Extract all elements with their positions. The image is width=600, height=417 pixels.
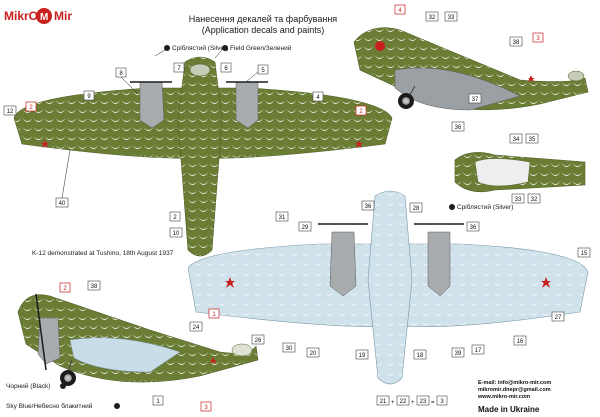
- svg-text:7: 7: [177, 66, 181, 72]
- svg-text:2: 2: [359, 109, 363, 115]
- svg-text:24: 24: [193, 325, 200, 331]
- svg-text:=: =: [431, 400, 435, 406]
- svg-text:20: 20: [310, 351, 317, 357]
- side-view-bottom: [17, 293, 259, 386]
- svg-text:1: 1: [212, 312, 216, 318]
- svg-text:38: 38: [91, 284, 98, 290]
- callouts-side-bottom: 2 38 1 3: [59, 280, 212, 412]
- svg-text:4: 4: [398, 8, 402, 14]
- brand-emblem-icon: [36, 8, 52, 24]
- made-in: Made in Ukraine: [478, 405, 540, 414]
- decal-formula: 21 + 22 + 23 = 3: [376, 395, 448, 406]
- svg-text:3: 3: [536, 36, 540, 42]
- svg-text:21: 21: [380, 399, 387, 405]
- svg-text:2: 2: [173, 215, 177, 221]
- callouts-bottom: 36 28 29 36 15 1 24 26 30 20 19 18 39 17…: [189, 200, 591, 360]
- callouts-side-top: 4 32 33 38 3 37 36: [394, 4, 544, 132]
- paint-sky-blue: Sky Blue/Небесно блакитний: [6, 402, 120, 410]
- svg-text:3: 3: [204, 405, 208, 411]
- svg-text:5: 5: [261, 68, 265, 74]
- svg-text:23: 23: [420, 399, 427, 405]
- svg-text:33: 33: [448, 15, 455, 21]
- svg-text:1: 1: [156, 399, 160, 405]
- bottom-view: [187, 190, 589, 385]
- side-view-top: [353, 27, 589, 111]
- svg-text:2: 2: [63, 286, 67, 292]
- top-view: [13, 56, 393, 257]
- svg-text:15: 15: [581, 251, 588, 257]
- svg-text:9: 9: [87, 94, 91, 100]
- svg-text:31: 31: [279, 215, 286, 221]
- svg-text:16: 16: [517, 339, 524, 345]
- caption: K-12 demonstrated at Tushino, 18th Augus…: [32, 250, 174, 257]
- svg-text:4: 4: [316, 95, 320, 101]
- title-line-2: (Application decals and paints): [202, 25, 325, 35]
- svg-text:40: 40: [59, 201, 66, 207]
- brand-emblem-letter: M: [40, 12, 48, 23]
- svg-text:3: 3: [440, 399, 444, 405]
- cockpit-detail: 34 35 33 32: [454, 133, 586, 204]
- contact-email-2: mikromir.dnepr@gmail.com: [478, 387, 551, 393]
- svg-text:10: 10: [173, 231, 180, 237]
- svg-text:18: 18: [417, 353, 424, 359]
- svg-text:8: 8: [119, 71, 123, 77]
- svg-text:37: 37: [472, 97, 479, 103]
- paint-field-green: Field Green/Зелений: [214, 44, 292, 59]
- svg-text:39: 39: [455, 351, 462, 357]
- svg-text:29: 29: [302, 225, 309, 231]
- contact-email: E-mail: info@mikro-mir.com: [478, 380, 551, 386]
- svg-text:Сріблястий (Silver): Сріблястий (Silver): [172, 44, 228, 52]
- svg-text:12: 12: [7, 109, 14, 115]
- callouts-top: 8 7 6 5 9 4 12 2 2 40 2 10 31: [3, 62, 367, 238]
- paint-silver-top: Сріблястий (Silver): [154, 44, 228, 57]
- svg-text:32: 32: [429, 15, 436, 21]
- paint-silver-bottom: Сріблястий (Silver): [449, 203, 513, 211]
- svg-text:28: 28: [413, 206, 420, 212]
- svg-text:22: 22: [400, 399, 407, 405]
- contact-block: E-mail: info@mikro-mir.com mikromir.dnep…: [477, 380, 551, 414]
- svg-text:36: 36: [365, 204, 372, 210]
- svg-text:36: 36: [470, 225, 477, 231]
- svg-text:Field Green/Зелений: Field Green/Зелений: [230, 44, 292, 52]
- brand-left: MikrO: [4, 9, 38, 23]
- svg-text:33: 33: [515, 197, 522, 203]
- svg-text:17: 17: [475, 348, 482, 354]
- svg-text:35: 35: [529, 137, 536, 143]
- svg-text:Sky Blue/Небесно блакитний: Sky Blue/Небесно блакитний: [6, 402, 93, 410]
- svg-text:+: +: [391, 400, 395, 406]
- svg-text:19: 19: [359, 353, 366, 359]
- svg-text:32: 32: [531, 197, 538, 203]
- svg-text:38: 38: [513, 40, 520, 46]
- contact-website: www.mikro-mir.com: [477, 394, 530, 400]
- paint-black: Чорний (Black): [6, 382, 66, 390]
- svg-text:34: 34: [513, 137, 520, 143]
- brand-logo: MikrO M Mir: [4, 8, 72, 24]
- svg-text:2: 2: [29, 105, 33, 111]
- svg-text:27: 27: [555, 315, 562, 321]
- svg-text:Сріблястий (Silver): Сріблястий (Silver): [457, 203, 513, 211]
- svg-text:6: 6: [224, 66, 228, 72]
- title-line-1: Нанесення декалей та фарбування: [189, 14, 338, 24]
- svg-text:26: 26: [255, 338, 262, 344]
- svg-text:+: +: [411, 400, 415, 406]
- svg-text:30: 30: [286, 346, 293, 352]
- brand-right: Mir: [54, 9, 72, 23]
- svg-text:36: 36: [455, 125, 462, 131]
- svg-text:Чорний (Black): Чорний (Black): [6, 382, 50, 390]
